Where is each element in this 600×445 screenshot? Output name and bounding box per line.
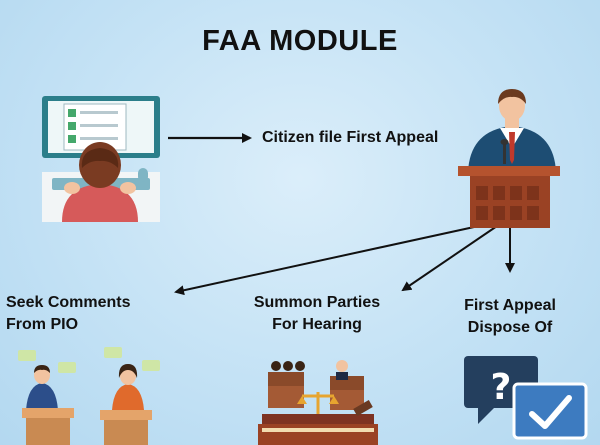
step-citizen-file-appeal: Citizen file First Appeal xyxy=(262,129,439,146)
step-appeal-dispose-line2: Dispose Of xyxy=(467,318,553,336)
step-appeal-dispose-line1: First Appeal xyxy=(464,297,556,314)
arrow-to-seek-comments xyxy=(174,221,498,296)
step-summon-parties-line1: Summon Parties xyxy=(253,294,381,311)
step-summon-parties: Summon Parties For Hearing xyxy=(232,292,402,335)
step-seek-comments-line2: From PIO xyxy=(6,315,79,333)
step-seek-comments: Seek Comments From PIO xyxy=(6,292,166,335)
arrow-to-summon-parties xyxy=(401,223,501,292)
svg-text:?: ? xyxy=(491,367,512,408)
step-appeal-dispose: First Appeal Dispose Of xyxy=(440,295,580,338)
step-summon-parties-line2: For Hearing xyxy=(272,315,362,333)
diagram-title: FAA MODULE xyxy=(202,25,398,57)
step-seek-comments-line1: Seek Comments xyxy=(6,294,131,311)
